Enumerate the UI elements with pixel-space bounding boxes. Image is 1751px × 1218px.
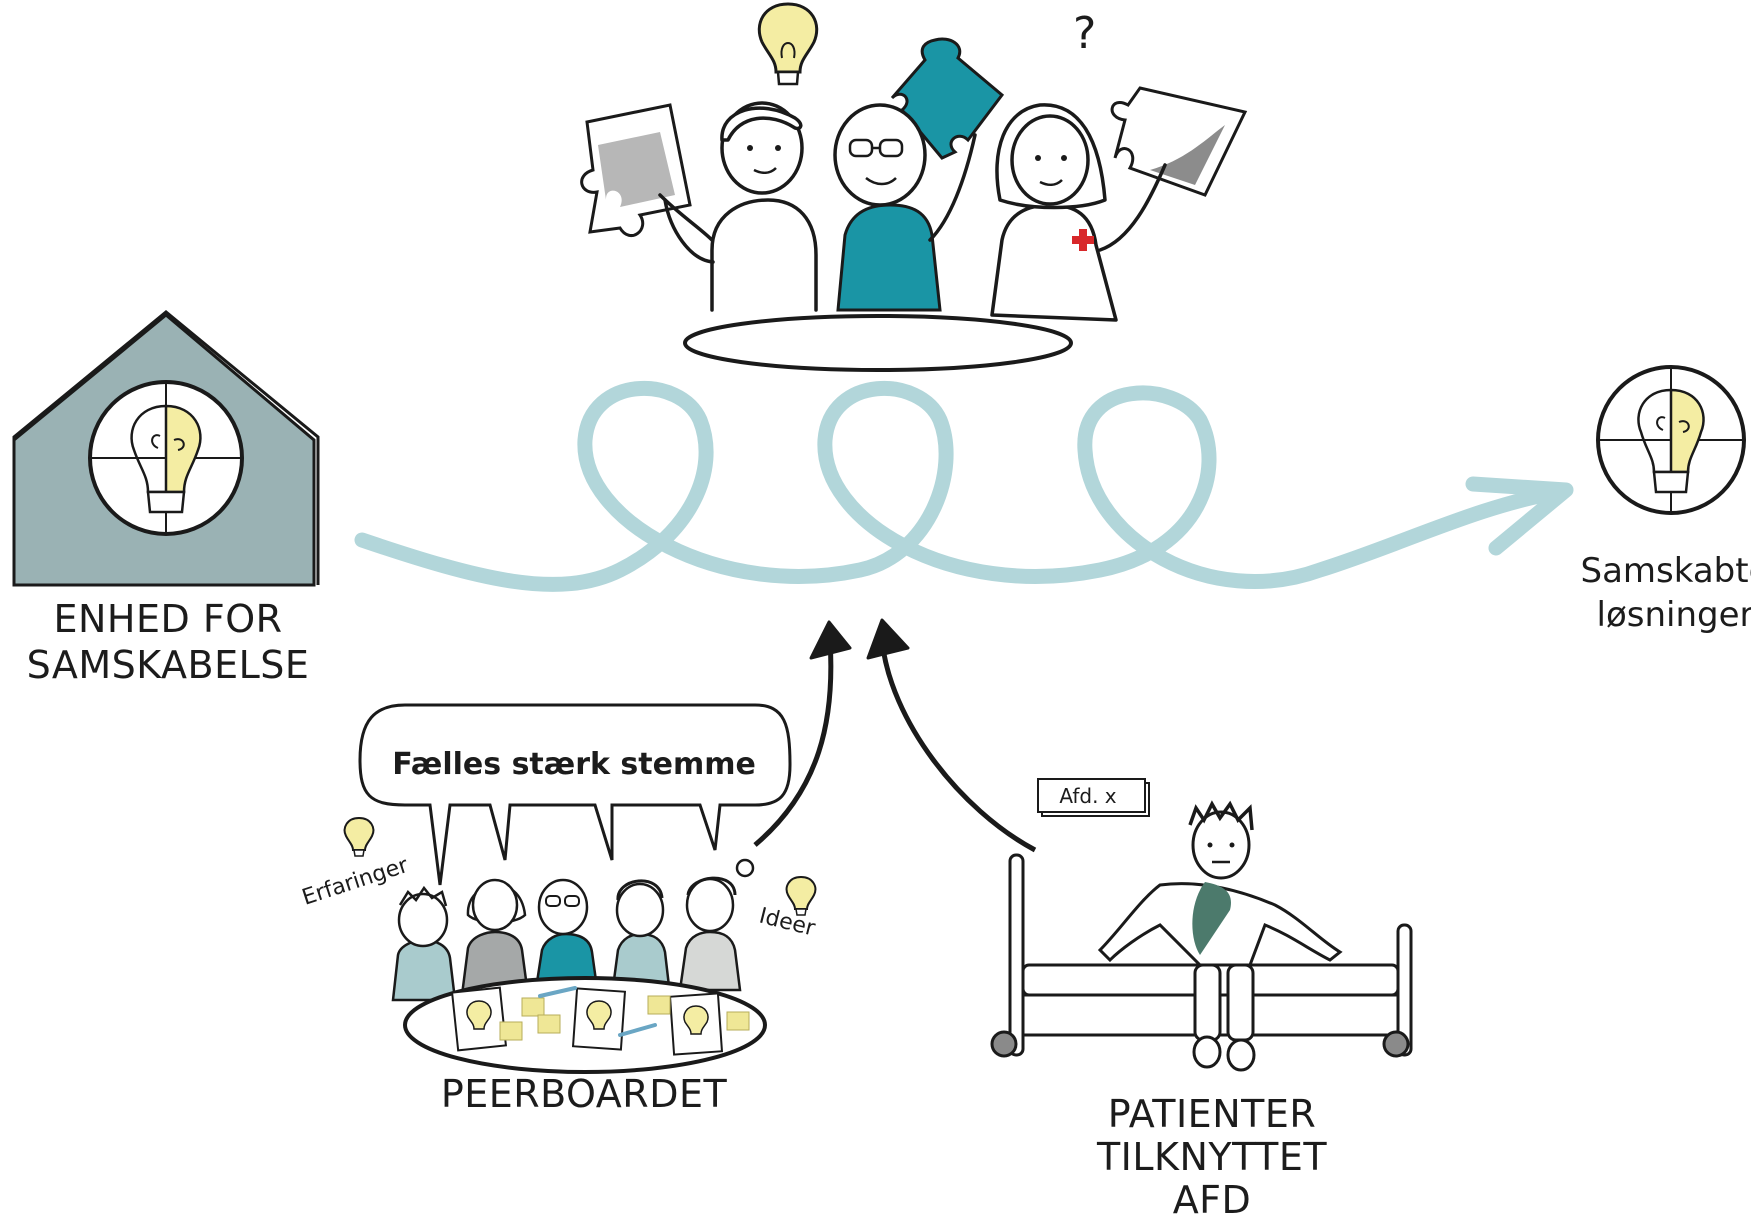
result-label-line2: løsninger — [1597, 595, 1751, 635]
lightbulb-icon — [785, 875, 817, 916]
result-label: Samskabte løsninger — [1580, 551, 1751, 635]
peer-person — [391, 885, 457, 1002]
round-table — [683, 314, 1073, 372]
ideas-label: Ideer — [757, 904, 819, 942]
spiral-arrowhead — [1465, 476, 1574, 556]
puzzle-piece-icon — [580, 103, 692, 237]
lightbulb-icon — [683, 1005, 709, 1035]
patients-label-line1: PATIENTER — [1108, 1092, 1317, 1136]
co-creation-spiral-arrow — [354, 380, 1574, 592]
arrow-icon — [866, 618, 1037, 853]
unit-label-line2: SAMSKABELSE — [27, 643, 310, 687]
arrow-icon — [753, 620, 852, 847]
patients-label: PATIENTER TILKNYTTET AFD — [1096, 1092, 1327, 1218]
patients-label-line3: AFD — [1173, 1178, 1252, 1218]
department-sign: Afd. x — [1037, 778, 1150, 817]
lightbulb-puzzle-icon — [1596, 365, 1746, 515]
red-cross-icon — [1072, 229, 1094, 251]
lightbulb-icon — [757, 2, 819, 86]
result-label-line1: Samskabte — [1580, 551, 1751, 591]
department-sign-text: Afd. x — [1059, 784, 1116, 808]
peerboard-label: PEERBOARDET — [441, 1072, 728, 1116]
speech-bubble-text: Fælles stærk stemme — [392, 747, 756, 782]
lightbulb-icon — [586, 1000, 612, 1030]
peer-person — [460, 878, 530, 997]
unit-label-line1: ENHED FOR — [53, 597, 282, 641]
patient-person — [1097, 800, 1343, 1072]
lightbulb-puzzle-icon — [88, 380, 244, 536]
peer-table — [403, 976, 767, 1074]
patients-label-line2: TILKNYTTET — [1096, 1135, 1327, 1179]
puzzle-piece-icon — [1110, 86, 1248, 197]
person-man-glasses — [833, 103, 977, 312]
peer-person — [678, 858, 755, 992]
person-man — [658, 101, 818, 312]
person-nurse — [990, 103, 1167, 322]
question-mark: ? — [1073, 8, 1096, 59]
lightbulb-icon — [466, 1000, 492, 1030]
experiences-label: Erfaringer — [299, 853, 412, 911]
unit-label: ENHED FOR SAMSKABELSE — [27, 597, 310, 687]
lightbulb-icon — [343, 816, 375, 857]
speech-bubble-icon: Fælles stærk stemme — [358, 703, 792, 886]
